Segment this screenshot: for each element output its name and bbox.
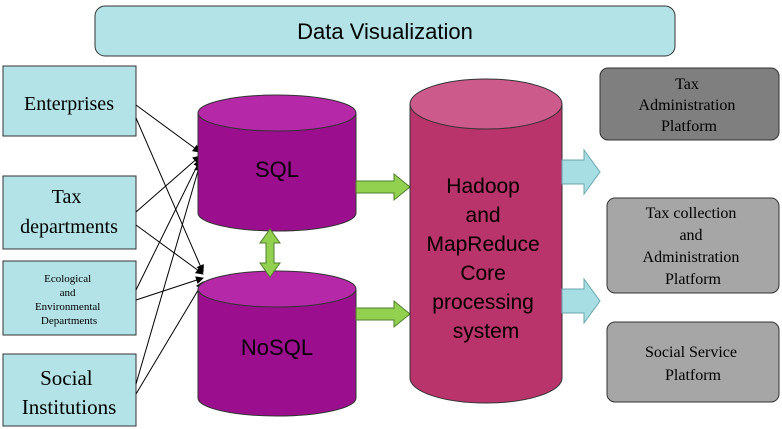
- platform-tax-collection: Tax collection and Administration Platfo…: [606, 197, 780, 294]
- source-ecological-departments-label: Ecological and Environmental Departments: [35, 273, 103, 327]
- source-connectors: [135, 104, 204, 395]
- core-label: Hadoop and MapReduce Core processing sys…: [426, 175, 545, 343]
- core-output-arrow-bottom: [561, 277, 601, 325]
- source-tax-departments-label: Tax departments: [20, 186, 118, 238]
- nosql-database: NoSQL: [197, 270, 357, 417]
- platform-tax-collection-label: Tax collection and Administration Platfo…: [643, 205, 744, 288]
- source-tax-departments: Tax departments: [2, 175, 137, 250]
- source-enterprises-label: Enterprises: [24, 93, 114, 115]
- core-processing-system: Hadoop and MapReduce Core processing sys…: [409, 78, 563, 404]
- source-social-institutions-label: Social Institutions: [22, 366, 117, 419]
- core-output-arrow-top: [561, 148, 601, 196]
- platform-tax-administration: Tax Administration Platform: [599, 67, 780, 141]
- sql-database: SQL: [197, 94, 357, 232]
- sync-arrow: [259, 228, 281, 278]
- source-ecological-departments: Ecological and Environmental Departments: [2, 260, 137, 336]
- connector-arrow: [135, 224, 204, 275]
- connector-arrow: [135, 159, 201, 291]
- connector-arrow: [135, 117, 204, 273]
- connector-arrow: [135, 281, 204, 395]
- nosql-label: NoSQL: [241, 335, 313, 360]
- source-social-institutions: Social Institutions: [2, 353, 137, 427]
- sql-label: SQL: [255, 157, 299, 182]
- connector-arrow: [135, 276, 204, 301]
- nosql-to-core-arrow: [355, 299, 411, 329]
- platform-tax-administration-label: Tax Administration Platform: [639, 76, 740, 135]
- platform-social-service: Social Service Platform: [606, 321, 780, 403]
- connector-arrow: [135, 155, 201, 213]
- sql-to-core-arrow: [355, 172, 411, 202]
- title-box: Data Visualization: [94, 5, 676, 57]
- platform-social-service-label: Social Service Platform: [645, 344, 741, 384]
- connector-arrow: [135, 104, 201, 153]
- source-enterprises: Enterprises: [2, 65, 137, 137]
- connector-arrow: [135, 163, 202, 385]
- title-text: Data Visualization: [297, 19, 473, 44]
